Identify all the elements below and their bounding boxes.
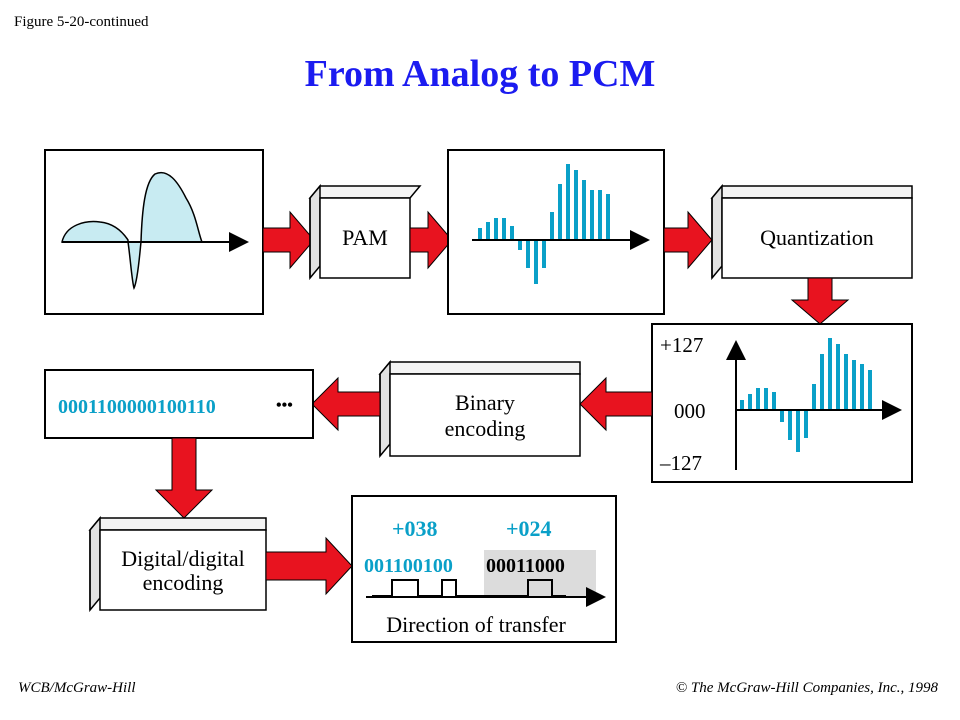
pam-sample-bar: [606, 194, 610, 240]
analog-signal-box: [44, 149, 264, 315]
binary-encoding-label-line2: encoding: [445, 416, 526, 441]
pam-sample-bar: [486, 222, 490, 240]
quant-min-label: –127: [659, 451, 702, 475]
flow-arrow-right-final: [265, 536, 353, 596]
pam-sample-bar: [574, 170, 578, 240]
analog-waveform: [61, 220, 129, 243]
bit-stream-ellipsis: •••: [276, 397, 293, 414]
binary-encoding-box: Binary encoding: [378, 359, 581, 459]
pam-sample-bar: [550, 212, 554, 240]
quant-max-label: +127: [660, 333, 703, 357]
quantized-sample-bar: [812, 384, 816, 410]
pam-sample-bar: [478, 228, 482, 240]
quantization-label: Quantization: [760, 225, 874, 250]
sample-bits-2: 00011000: [486, 555, 565, 577]
pam-samples-box: [447, 149, 665, 315]
pam-sample-bar: [518, 240, 522, 250]
quantized-sample-bars: [740, 338, 872, 452]
page-title: From Analog to PCM: [304, 53, 656, 95]
quantized-sample-bar: [756, 388, 760, 410]
transfer-box: +038 +024 001100100 00011000 Direction o…: [351, 495, 617, 643]
flow-arrow-down-2: [154, 437, 214, 519]
pam-sample-bar: [590, 190, 594, 240]
sample-value-1: +038: [392, 516, 438, 541]
pam-sample-bars: [478, 164, 610, 284]
highlight-second-sample: [484, 550, 596, 598]
quantized-sample-bar: [820, 354, 824, 410]
flow-arrow-left-1: [579, 376, 653, 432]
quantized-sample-bar: [788, 410, 792, 440]
digital-encoding-label-line2: encoding: [143, 570, 224, 595]
quant-zero-label: 000: [674, 399, 706, 423]
quantized-sample-bar: [868, 370, 872, 410]
quantized-sample-bar: [844, 354, 848, 410]
pam-sample-bar: [542, 240, 546, 268]
pam-sample-bar: [558, 184, 562, 240]
binary-encoding-label-line1: Binary: [455, 390, 515, 415]
quantized-sample-bar: [780, 410, 784, 422]
pam-sample-bar: [566, 164, 570, 240]
quantized-sample-bar: [852, 360, 856, 410]
direction-label: Direction of transfer: [386, 612, 566, 637]
quantization-box: Quantization: [710, 183, 913, 281]
quantized-sample-bar: [828, 338, 832, 410]
digital-encoding-box: Digital/digital encoding: [88, 515, 267, 613]
quantized-sample-bar: [772, 392, 776, 410]
flow-arrow-down-1: [790, 277, 850, 325]
quantized-sample-bar: [740, 400, 744, 410]
pam-label: PAM: [342, 225, 388, 250]
quantized-samples-box: +127 000 –127: [651, 323, 913, 483]
quantized-sample-bar: [764, 388, 768, 410]
quantized-sample-bar: [836, 344, 840, 410]
sample-bits-1: 001100100: [364, 555, 453, 577]
footer-copyright: © The McGraw-Hill Companies, Inc., 1998: [675, 680, 938, 696]
quantized-sample-bar: [748, 394, 752, 410]
flow-arrow-2: [409, 210, 453, 270]
pam-sample-bar: [510, 226, 514, 240]
figure-label: Figure 5-20-continued: [14, 14, 149, 30]
sample-value-2: +024: [506, 516, 552, 541]
pam-sample-bar: [502, 218, 506, 240]
digital-encoding-label-line1: Digital/digital: [121, 546, 244, 571]
quantized-sample-bar: [804, 410, 808, 438]
bit-stream: 0001100000100110: [58, 396, 216, 418]
pam-sample-bar: [582, 180, 586, 240]
pam-sample-bar: [494, 218, 498, 240]
bit-stream-box: 0001100000100110 •••: [44, 369, 314, 439]
flow-arrow-left-2: [311, 376, 381, 432]
pam-sample-bar: [526, 240, 530, 268]
pam-sample-bar: [534, 240, 538, 284]
digital-signal: [372, 579, 566, 597]
quantized-sample-bar: [796, 410, 800, 452]
flow-arrow-3: [663, 210, 713, 270]
quantized-sample-bar: [860, 364, 864, 410]
pam-box: PAM: [308, 183, 422, 281]
flow-arrow-1: [262, 210, 315, 270]
pam-sample-bar: [598, 190, 602, 240]
footer-publisher: WCB/McGraw-Hill: [18, 680, 136, 696]
